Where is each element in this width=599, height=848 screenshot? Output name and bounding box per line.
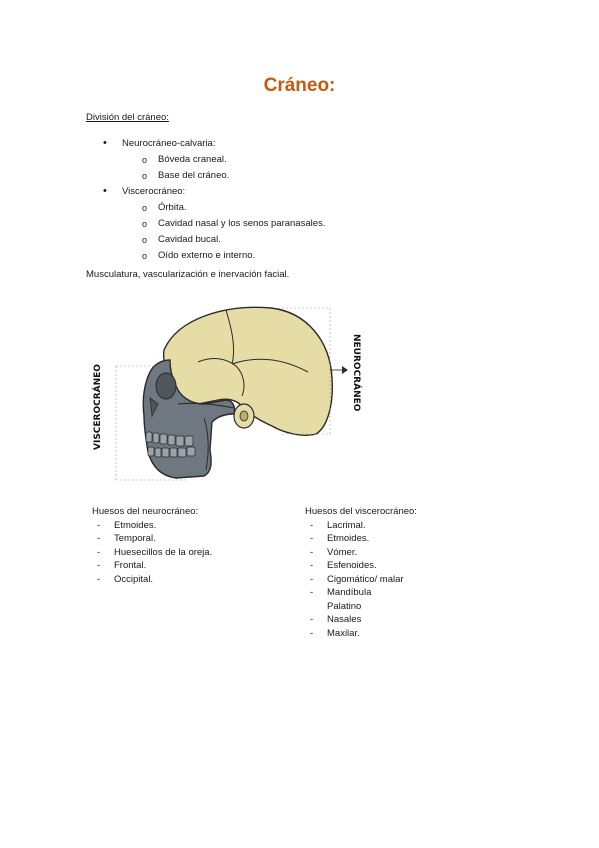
list-item-label: Esfenoides. <box>327 560 377 571</box>
viscerocraneo-label: VISCEROCRÁNEO <box>91 364 103 450</box>
list-item-label: Neurocráneo-calvaria: <box>122 138 216 149</box>
list-heading: Huesos del viscerocráneo: <box>305 506 417 517</box>
list-item-label: Huesecillos de la oreja. <box>114 546 213 558</box>
viscerocraneo-bones-list: Huesos del viscerocráneo: - Lacrimal. - Et… <box>305 505 417 640</box>
list-item-label: Occipital. <box>114 573 154 585</box>
sub-list-item: o Cavidad bucal. <box>86 232 325 248</box>
list-item: - Huesecillos de la oreja. <box>92 546 212 560</box>
list-item-label: Frontal. <box>114 560 147 571</box>
sub-list-item: o Bóveda craneal. <box>86 152 325 168</box>
dash-bullet-icon: - <box>310 546 314 558</box>
list-item-neurocraneo: • Neurocráneo-calvaria: <box>86 136 325 152</box>
list-item-label: Mandíbula <box>327 587 372 598</box>
division-list: • Neurocráneo-calvaria: o Bóveda craneal… <box>86 136 325 264</box>
sub-list-item-label: Base del cráneo. <box>158 170 230 181</box>
list-heading: Huesos del neurocráneo: <box>92 506 199 517</box>
sub-list-item-label: Cavidad bucal. <box>158 234 221 245</box>
list-item-label: Palatino <box>327 600 362 612</box>
skull-illustration: VISCEROCRÁNEO NEUROCRÁNEO <box>91 306 363 481</box>
list-item-label: Etmoides. <box>327 533 370 544</box>
circle-bullet-icon: o <box>142 251 148 261</box>
sub-list-item: o Oído externo e interno. <box>86 248 325 264</box>
neurocraneo-label: NEUROCRÁNEO <box>351 334 363 412</box>
dash-bullet-icon: - <box>97 519 101 531</box>
sub-list-item: o Cavidad nasal y los senos paranasales. <box>86 216 325 232</box>
list-item-label: Lacrimal. <box>327 519 366 531</box>
page-title: Cráneo: <box>263 75 336 96</box>
sub-list-item: o Órbita. <box>86 200 325 216</box>
circle-bullet-icon: o <box>142 203 148 213</box>
list-item: - Cigomático/ malar <box>305 573 417 587</box>
list-item: - Etmoides. <box>305 532 417 546</box>
list-item-label: Vómer. <box>327 546 358 558</box>
sub-list-item: o Base del cráneo. <box>86 168 325 184</box>
dash-bullet-icon: - <box>310 533 314 544</box>
list-item-label: Temporal. <box>114 533 156 544</box>
sub-list-item-label: Oído externo e interno. <box>158 250 256 261</box>
list-item-label: Viscerocráneo: <box>122 186 186 197</box>
list-item-label: Cigomático/ malar <box>327 573 404 585</box>
dash-bullet-icon: - <box>97 573 101 585</box>
list-item-viscerocraneo: • Viscerocráneo: <box>86 184 325 200</box>
neurocraneo-bones-list: Huesos del neurocráneo: - Etmoides. - Temp… <box>92 505 212 586</box>
list-item: - Esfenoides. <box>305 559 417 573</box>
sub-list-item-label: Cavidad nasal y los senos paranasales. <box>158 218 326 229</box>
bullet-icon: • <box>103 137 107 149</box>
sub-list-item-label: Órbita. <box>158 202 187 213</box>
paragraph-musculatura: Musculatura, vascularización e inervació… <box>86 269 290 280</box>
circle-bullet-icon: o <box>142 171 148 181</box>
dash-bullet-icon: - <box>97 533 101 544</box>
list-item-label: Nasales <box>327 614 362 625</box>
dash-bullet-icon: - <box>310 519 314 531</box>
circle-bullet-icon: o <box>142 155 148 165</box>
circle-bullet-icon: o <box>142 235 148 245</box>
dash-bullet-icon: - <box>310 627 314 639</box>
circle-bullet-icon: o <box>142 219 148 229</box>
dash-bullet-icon: - <box>97 546 101 558</box>
list-item-label: Maxilar. <box>327 627 360 639</box>
list-item: - Temporal. <box>92 532 212 546</box>
list-item: - Maxilar. <box>305 627 417 641</box>
dash-bullet-icon: - <box>310 587 314 598</box>
dash-bullet-icon: - <box>97 560 101 571</box>
list-item: - Frontal. <box>92 559 212 573</box>
list-item: - Lacrimal. <box>305 519 417 533</box>
list-item: - Occipital. <box>92 573 212 587</box>
list-item: -Palatino <box>305 600 417 614</box>
division-heading: División del cráneo: <box>86 112 169 123</box>
list-item: - Nasales <box>305 613 417 627</box>
list-item-label: Etmoides. <box>114 519 157 531</box>
sub-list-item-label: Bóveda craneal. <box>158 154 227 165</box>
dash-bullet-icon: - <box>310 614 314 625</box>
bullet-icon: • <box>103 185 107 197</box>
list-item: - Etmoides. <box>92 519 212 533</box>
list-item: - Vómer. <box>305 546 417 560</box>
list-item: - Mandíbula <box>305 586 417 600</box>
dash-bullet-icon: - <box>310 573 314 585</box>
dash-bullet-icon: - <box>310 560 314 571</box>
